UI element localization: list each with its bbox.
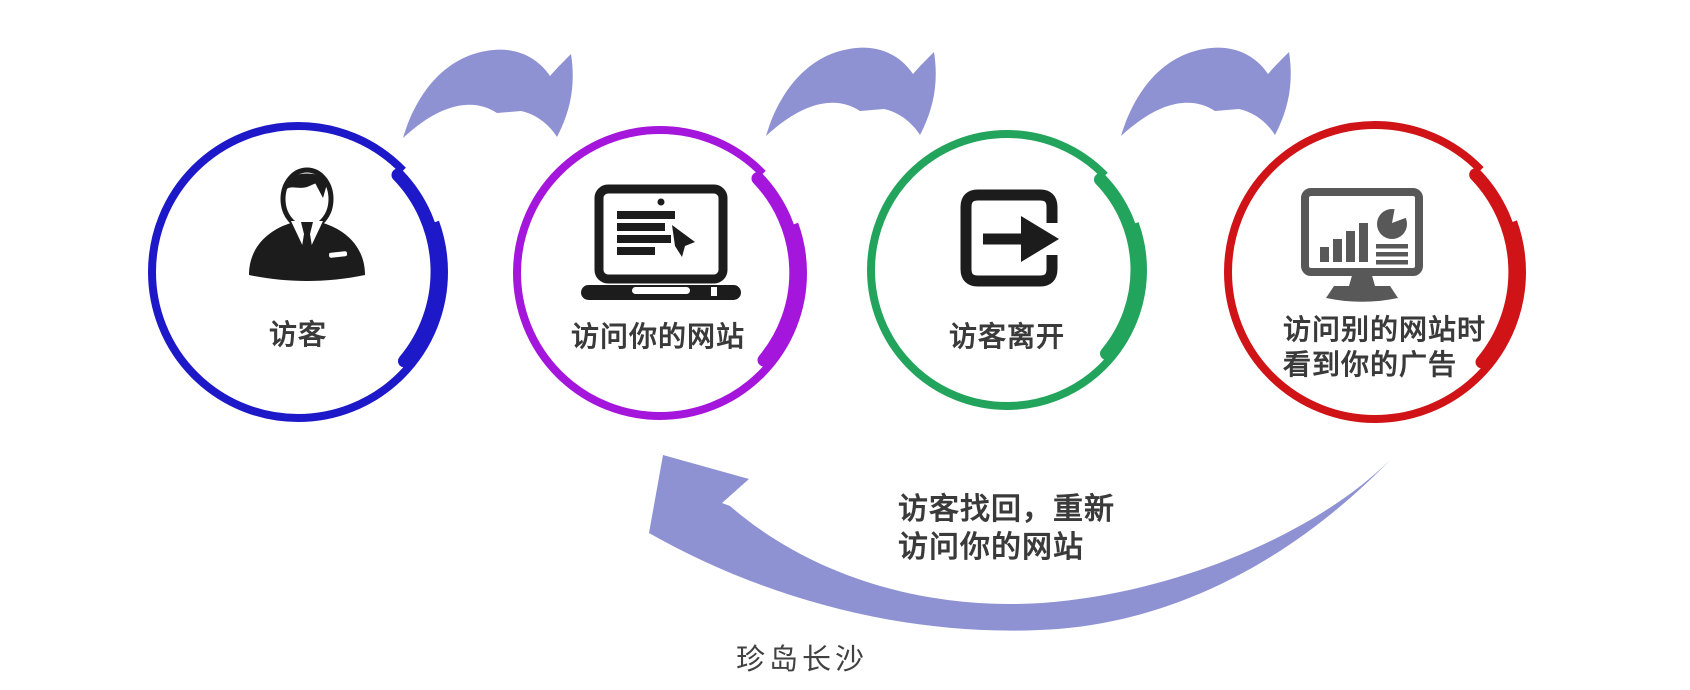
ads-ring xyxy=(1224,121,1526,423)
step-see-your-ads xyxy=(1224,121,1526,423)
visitor-label: 访客 xyxy=(268,319,328,350)
curved-arrow-1-icon xyxy=(403,49,573,138)
step-visitor xyxy=(148,122,448,422)
step-visit-your-site xyxy=(513,126,807,420)
return-label-line1: 访客找回，重新 xyxy=(898,493,1115,526)
visit-site-ring xyxy=(513,126,807,420)
visitor-ring xyxy=(148,122,448,422)
businessman-icon xyxy=(249,167,365,281)
ads-ring-brush xyxy=(1469,168,1522,369)
step-visitor-leaves xyxy=(867,130,1147,410)
visit-site-label: 访问你的网站 xyxy=(570,321,746,352)
visit-site-ring-brush xyxy=(751,172,803,367)
exit-arrow-icon xyxy=(960,189,1059,287)
leave-label: 访客离开 xyxy=(948,321,1066,352)
visitor-ring-brush xyxy=(391,168,444,368)
return-arrow-label: 访客找回，重新 访问你的网站 xyxy=(898,491,1115,567)
ads-label: 访问别的网站时 看到你的广告 xyxy=(1283,312,1486,382)
leave-ring-brush xyxy=(1094,173,1144,360)
ads-label-line2: 看到你的广告 xyxy=(1283,349,1458,380)
curved-arrow-2-icon xyxy=(766,47,936,136)
curved-arrow-3-icon xyxy=(1121,47,1291,136)
analytics-monitor-icon xyxy=(1301,188,1423,302)
watermark-caption: 珍岛长沙 xyxy=(735,642,869,676)
laptop-browsing-icon xyxy=(581,184,741,300)
return-arrow-icon xyxy=(649,455,1390,631)
return-label-line2: 访问你的网站 xyxy=(898,531,1084,564)
ads-label-line1: 访问别的网站时 xyxy=(1283,314,1487,345)
